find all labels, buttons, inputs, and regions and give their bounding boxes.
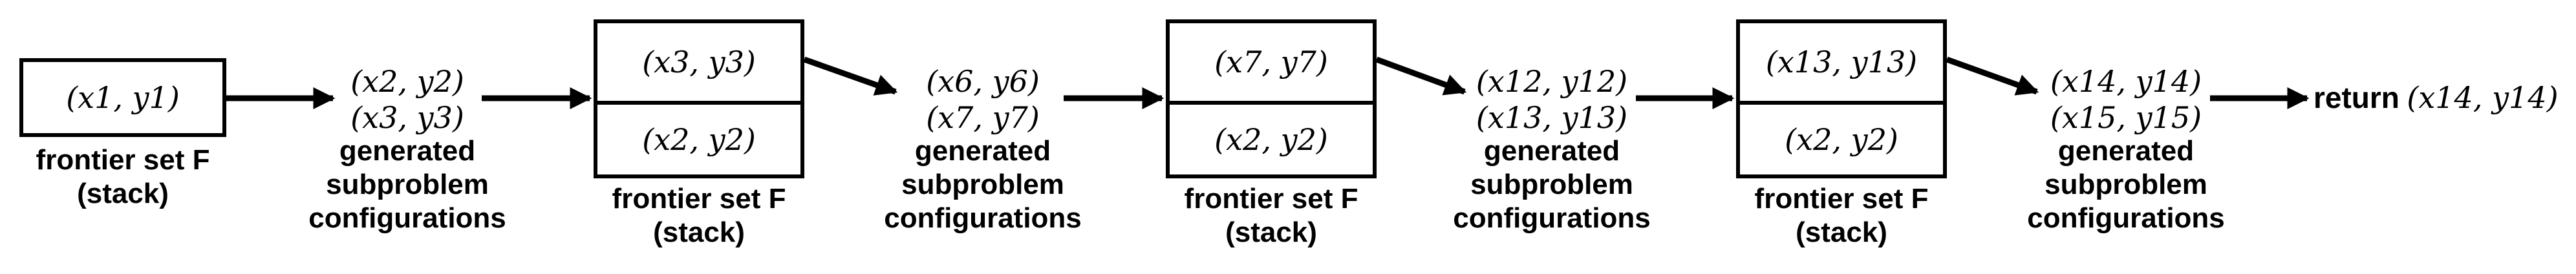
stack-entry: (x13, y13)	[1740, 23, 1943, 101]
stack-4-entry-2: (x2, y2)	[1785, 122, 1898, 157]
stack-entry: (x2, y2)	[597, 101, 800, 174]
stack-2-entry-1: (x3, y3)	[642, 45, 756, 79]
generated-label-line: generated	[2057, 135, 2195, 167]
stack-label-2: frontier set F (stack)	[612, 182, 786, 249]
stack-box-2: (x3, y3) (x2, y2)	[594, 19, 804, 178]
config-item: (x12, y12)	[1476, 64, 1628, 99]
generated-configs-1: (x2, y2) (x3, y3)	[350, 63, 464, 136]
config-item: (x3, y3)	[350, 100, 464, 135]
return-value: (x14, y14)	[2407, 80, 2559, 115]
flow-arrow-7	[1946, 56, 2039, 96]
stack-label-line: (stack)	[1796, 216, 1887, 248]
stack-label-line: (stack)	[77, 178, 169, 209]
generated-label-line: subproblem	[901, 169, 1064, 200]
stack-label-line: frontier set F	[612, 183, 786, 215]
config-item: (x7, y7)	[926, 100, 1040, 135]
generated-configs-3: (x12, y12) (x13, y13)	[1476, 63, 1627, 136]
stack-entry: (x2, y2)	[1170, 101, 1373, 174]
config-item: (x15, y15)	[2050, 100, 2202, 135]
generated-label-4: generated subproblem configurations	[2027, 134, 2225, 235]
generated-label-line: generated	[1483, 135, 1620, 167]
stack-box-1: (x1, y1)	[19, 58, 226, 137]
flow-arrow-5	[1375, 56, 1467, 96]
generated-label-2: generated subproblem configurations	[884, 134, 1082, 235]
config-item: (x13, y13)	[1476, 100, 1628, 135]
stack-label-line: (stack)	[653, 216, 745, 248]
stack-3-entry-2: (x2, y2)	[1214, 122, 1328, 157]
stack-box-4: (x13, y13) (x2, y2)	[1736, 19, 1947, 178]
stack-entry: (x2, y2)	[1740, 101, 1943, 174]
stack-label-line: (stack)	[1225, 216, 1317, 248]
generated-label-line: subproblem	[2045, 169, 2207, 200]
stack-label-line: frontier set F	[36, 144, 210, 176]
generated-label-line: configurations	[2027, 202, 2225, 234]
generated-label-line: configurations	[308, 202, 506, 234]
stack-label-line: frontier set F	[1754, 183, 1929, 215]
stack-entry: (x1, y1)	[23, 62, 222, 133]
return-keyword: return	[2313, 81, 2399, 114]
stack-entry: (x3, y3)	[597, 23, 800, 101]
generated-label-line: subproblem	[326, 169, 489, 200]
stack-label-4: frontier set F (stack)	[1755, 182, 1929, 249]
generated-label-line: generated	[914, 135, 1051, 167]
generated-label-1: generated subproblem configurations	[308, 134, 506, 235]
generated-label-line: configurations	[1453, 202, 1651, 234]
config-item: (x6, y6)	[926, 64, 1040, 99]
generated-configs-2: (x6, y6) (x7, y7)	[926, 63, 1040, 136]
stack-3-entry-1: (x7, y7)	[1214, 45, 1328, 79]
stack-entry: (x7, y7)	[1170, 23, 1373, 101]
generated-label-line: generated	[339, 135, 476, 167]
generated-label-line: configurations	[884, 202, 1082, 234]
stack-label-3: frontier set F (stack)	[1185, 182, 1358, 249]
config-item: (x2, y2)	[350, 64, 464, 99]
return-statement: return (x14, y14)	[2313, 80, 2559, 115]
stack-2-entry-2: (x2, y2)	[642, 122, 756, 157]
stack-1-entry-1: (x1, y1)	[66, 80, 180, 115]
flow-arrow-3	[803, 56, 898, 96]
stack-label-line: frontier set F	[1184, 183, 1358, 215]
stack-4-entry-1: (x13, y13)	[1765, 45, 1918, 79]
generated-label-3: generated subproblem configurations	[1453, 134, 1651, 235]
generated-configs-4: (x14, y14) (x15, y15)	[2050, 63, 2202, 136]
stack-box-3: (x7, y7) (x2, y2)	[1166, 19, 1377, 178]
config-item: (x14, y14)	[2050, 64, 2202, 99]
stack-label-1: frontier set F (stack)	[36, 143, 210, 211]
generated-label-line: subproblem	[1470, 169, 1633, 200]
